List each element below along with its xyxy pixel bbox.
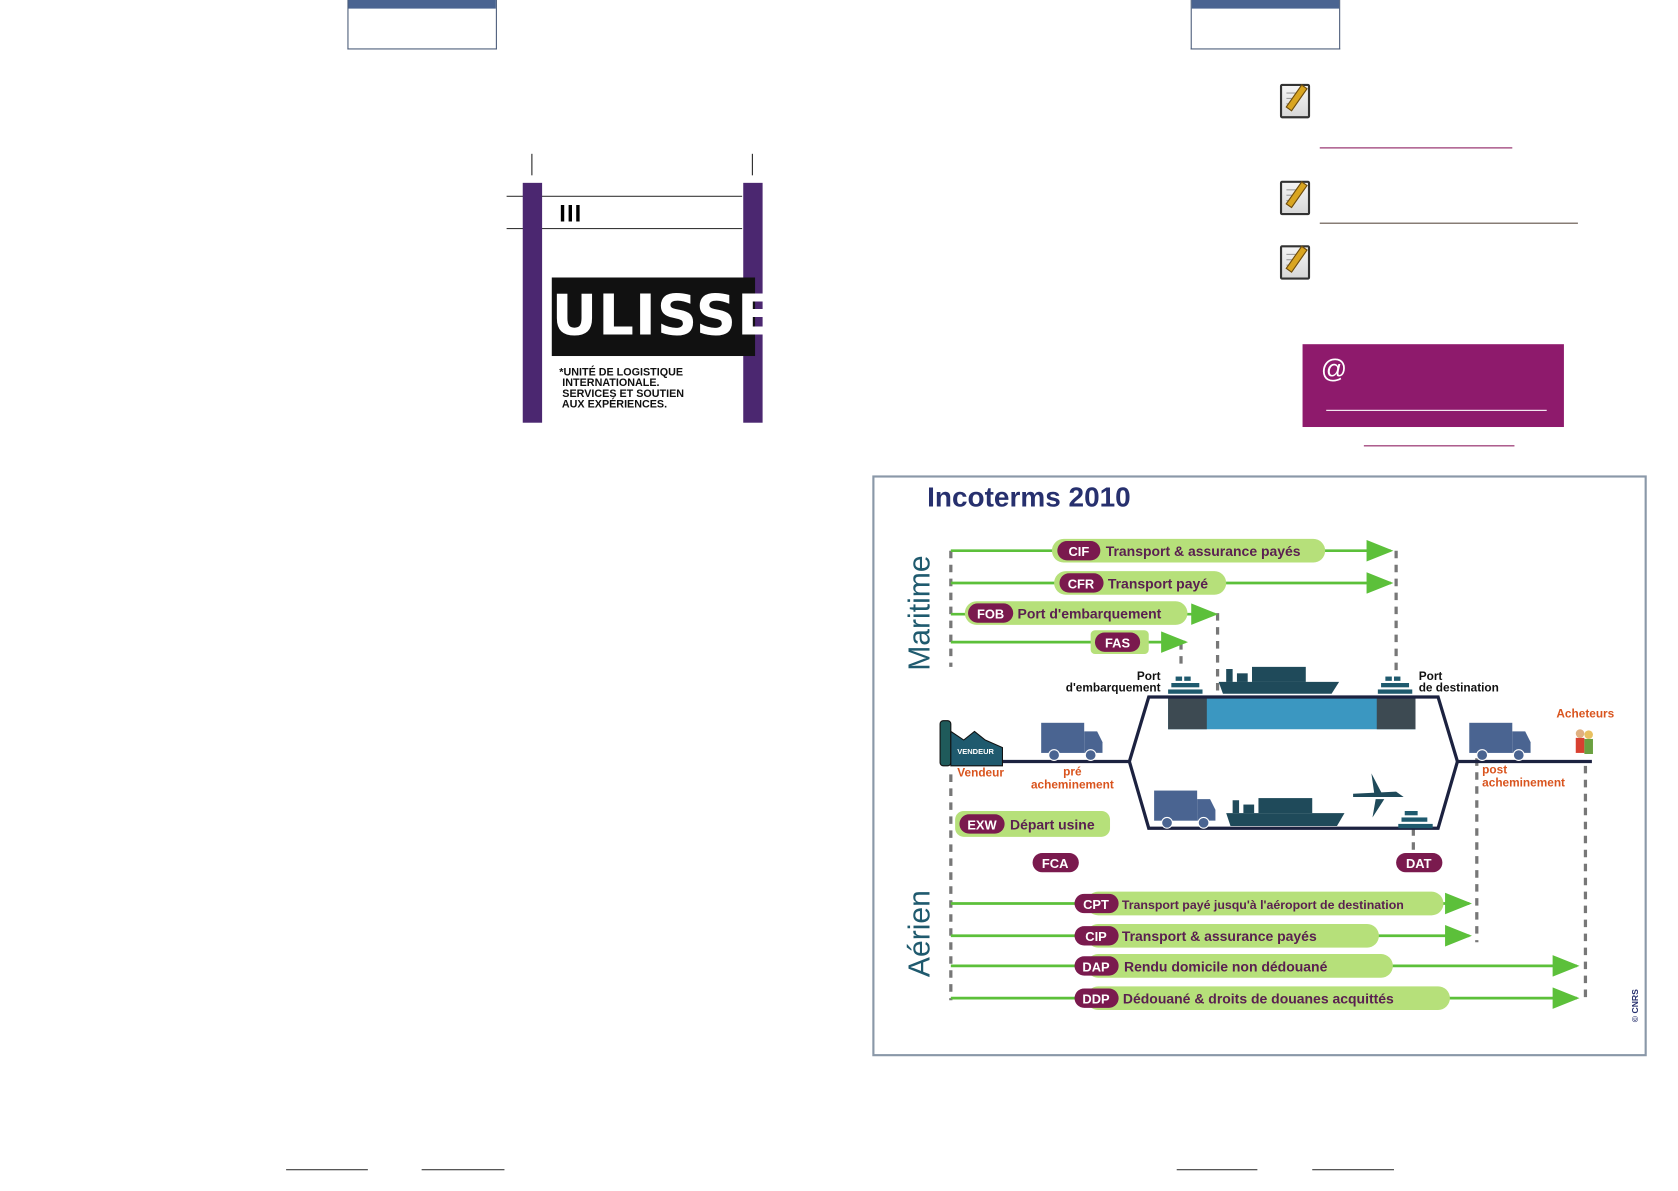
term-label: Transport & assurance payés xyxy=(1106,543,1301,559)
term-code: DDP xyxy=(1082,992,1110,1007)
header-bar xyxy=(1191,0,1340,9)
airplane-icon xyxy=(1353,773,1404,818)
link-underline[interactable] xyxy=(1319,222,1578,224)
footer-rule xyxy=(1312,1169,1394,1171)
note-icon xyxy=(1279,245,1311,280)
ship-icon xyxy=(1218,666,1340,694)
term-code: CPT xyxy=(1083,897,1109,912)
term-cpt: CPT Transport payé jusqu'à l'aéroport de… xyxy=(1074,891,1444,916)
footer-rule xyxy=(421,1169,505,1171)
term-cfr: CFR Transport payé xyxy=(1054,571,1227,595)
route xyxy=(1000,695,1592,830)
pre-acheminement-label: acheminement xyxy=(1031,777,1114,791)
diagram-title: Incoterms 2010 xyxy=(927,482,1131,513)
footer-rule xyxy=(286,1169,368,1171)
container-stack-icon xyxy=(1168,676,1203,694)
term-code: CIF xyxy=(1068,544,1089,559)
footer-rule xyxy=(1176,1169,1258,1171)
term-code: FCA xyxy=(1042,856,1069,871)
port-embarquement-label: d'embarquement xyxy=(1066,681,1161,695)
purple-bar-left xyxy=(522,182,543,423)
buyers-icon xyxy=(1575,729,1593,754)
header-bar xyxy=(348,0,496,9)
contact-box: @ xyxy=(1302,344,1564,428)
tick-mark xyxy=(531,153,533,176)
truck-icon xyxy=(1041,722,1103,761)
container-stack-icon xyxy=(1398,811,1433,829)
tick-mark xyxy=(751,153,753,176)
pre-acheminement-label: pré xyxy=(1063,765,1082,779)
header-box-left xyxy=(347,0,497,50)
note-icon xyxy=(1279,180,1311,216)
term-label: Départ usine xyxy=(1010,816,1095,832)
truck-icon xyxy=(1154,790,1216,829)
ship-icon xyxy=(1226,798,1345,827)
term-fca: FCA xyxy=(1032,852,1079,873)
post-acheminement-label: acheminement xyxy=(1482,775,1565,789)
rule xyxy=(506,195,743,197)
port-destination-label: de destination xyxy=(1419,681,1499,695)
term-code: DAP xyxy=(1082,959,1110,974)
term-dap: DAP Rendu domicile non dédouané xyxy=(1074,954,1393,978)
term-code: CFR xyxy=(1068,576,1095,591)
term-dat: DAT xyxy=(1396,852,1443,873)
term-fob: FOB Port d'embarquement xyxy=(964,601,1188,625)
vendeur-label: Vendeur xyxy=(957,766,1004,780)
port-destination-label: Port xyxy=(1419,669,1443,683)
term-code: FAS xyxy=(1105,636,1130,651)
sea xyxy=(1168,696,1416,730)
truck-icon xyxy=(1469,722,1531,761)
at-sign-icon: @ xyxy=(1320,354,1348,384)
term-cif: CIF Transport & assurance payés xyxy=(1051,538,1326,563)
term-label: Dédouané & droits de douanes acquittés xyxy=(1123,991,1394,1007)
term-label: Transport payé xyxy=(1108,575,1208,591)
aerien-label: Aérien xyxy=(903,890,936,977)
note-icon xyxy=(1279,83,1311,119)
rule xyxy=(506,228,743,230)
term-label: Port d'embarquement xyxy=(1018,605,1162,621)
term-ddp: DDP Dédouané & droits de douanes acquitt… xyxy=(1074,986,1450,1010)
term-label: Rendu domicile non dédouané xyxy=(1124,958,1328,974)
term-code: EXW xyxy=(967,817,997,832)
term-code: FOB xyxy=(977,606,1004,621)
term-exw: EXW Départ usine xyxy=(955,811,1111,837)
container-stack-icon xyxy=(1377,676,1413,694)
term-label: Transport payé jusqu'à l'aéroport de des… xyxy=(1122,898,1404,912)
copyright: © CNRS xyxy=(1630,989,1640,1022)
link-underline[interactable] xyxy=(1319,147,1513,149)
link-underline[interactable] xyxy=(1326,409,1547,411)
post-acheminement-label: post xyxy=(1482,762,1507,776)
port-embarquement-label: Port xyxy=(1137,669,1161,683)
term-label: Transport & assurance payés xyxy=(1122,928,1317,944)
term-fas: FAS xyxy=(1090,630,1149,654)
term-cip: CIP Transport & assurance payés xyxy=(1074,923,1379,948)
maritime-label: Maritime xyxy=(903,555,936,670)
link-underline[interactable] xyxy=(1363,445,1515,447)
vendeur-sign: VENDEUR xyxy=(957,747,994,756)
ulisse-logo: ULISSE xyxy=(551,277,775,357)
chapter-numeral: III xyxy=(559,200,583,227)
acheteurs-label: Acheteurs xyxy=(1556,706,1614,720)
term-code: DAT xyxy=(1406,856,1432,871)
logo-footnote: *UNITÉ DE LOGISTIQUE INTERNATIONALE. SER… xyxy=(559,366,685,411)
header-box-right xyxy=(1190,0,1341,50)
factory-icon: VENDEUR xyxy=(939,720,1003,767)
term-code: CIP xyxy=(1085,929,1107,944)
